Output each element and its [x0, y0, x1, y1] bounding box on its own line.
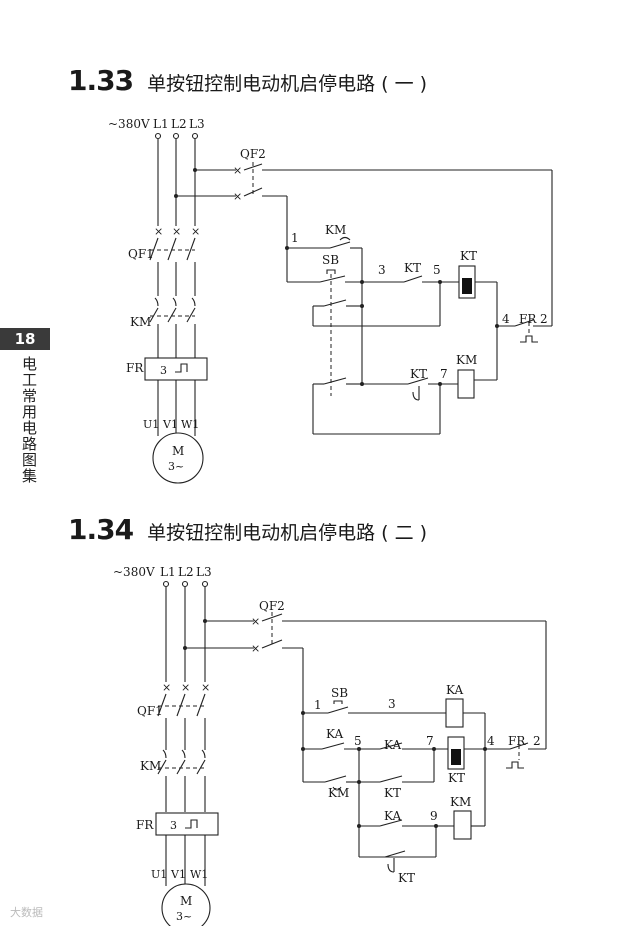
label-V1: V1 — [162, 418, 178, 431]
label-KT-delay: KT — [398, 871, 415, 885]
label-FR: FR — [126, 361, 144, 375]
phase-lines — [154, 132, 199, 226]
svg-text:×: × — [233, 164, 242, 177]
label-KM-coil: KM — [450, 795, 471, 809]
svg-text:×: × — [251, 642, 260, 655]
label-KA-contact-3: KA — [384, 809, 401, 823]
node-5: 5 — [433, 263, 441, 277]
supply-label: ~380V — [108, 117, 150, 131]
node-2: 2 — [533, 734, 541, 748]
label-KT-contact-2: KT — [410, 367, 427, 381]
node-9: 9 — [430, 809, 438, 823]
page-number-tab: 18 — [0, 328, 50, 350]
section-heading: 单按钮控制电动机启停电路 ( 一 ) — [147, 73, 428, 95]
circuit-diagram-1-33: ~380V L1 L2 L3 × × QF2 × × × QF1 KM FR 3 U1… — [108, 117, 553, 484]
node-1: 1 — [291, 231, 299, 245]
node-4: 4 — [487, 734, 495, 748]
KM-main-contacts — [149, 297, 196, 358]
node-7: 7 — [440, 367, 448, 381]
section-title-1-33: 1.33 单按钮控制电动机启停电路 ( 一 ) — [68, 64, 427, 97]
motor-label: M — [180, 894, 192, 908]
KM-main-contacts — [157, 749, 206, 812]
FR-number: 3 — [160, 364, 167, 377]
label-QF1: QF1 — [128, 247, 154, 261]
label-L2: L2 — [178, 565, 194, 579]
label-FR-contact: FR — [519, 312, 537, 326]
label-SB: SB — [331, 686, 348, 700]
label-FR-contact: FR — [508, 734, 526, 748]
label-L2: L2 — [171, 117, 187, 131]
svg-text:×: × — [162, 681, 171, 694]
svg-text:×: × — [181, 681, 190, 694]
label-KT-coil: KT — [460, 249, 477, 263]
label-KA-contact-1: KA — [326, 727, 343, 741]
motor-symbol — [161, 883, 211, 926]
label-KM: KM — [140, 759, 161, 773]
svg-text:×: × — [201, 681, 210, 694]
label-L1: L1 — [153, 117, 169, 131]
motor-symbol — [152, 432, 204, 484]
circuit-diagram-1-34: ~380V L1 L2 L3 × × QF2 × × × QF1 KM FR 3 U1… — [113, 565, 547, 926]
label-QF2: QF2 — [259, 599, 285, 613]
label-U1: U1 — [143, 418, 159, 431]
label-W1: W1 — [190, 868, 208, 881]
label-L1: L1 — [160, 565, 176, 579]
label-FR: FR — [136, 818, 154, 832]
svg-text:×: × — [251, 615, 260, 628]
label-QF1: QF1 — [137, 704, 163, 718]
motor-sub: 3~ — [176, 910, 192, 923]
watermark: 大数据 — [10, 906, 43, 919]
label-KM: KM — [130, 315, 151, 329]
label-U1: U1 — [151, 868, 167, 881]
label-W1: W1 — [181, 418, 199, 431]
label-KT-contact: KT — [384, 786, 401, 800]
motor-sub: 3~ — [168, 460, 184, 473]
svg-text:×: × — [191, 225, 200, 238]
label-KM-coil: KM — [456, 353, 477, 367]
svg-text:×: × — [233, 190, 242, 203]
QF1-breaker: × × × — [157, 681, 210, 750]
node-3: 3 — [378, 263, 386, 277]
label-QF2: QF2 — [240, 147, 266, 161]
label-L3: L3 — [189, 117, 205, 131]
QF1-breaker: × × × — [149, 225, 200, 296]
motor-label: M — [172, 444, 184, 458]
label-KM-contact: KM — [328, 786, 349, 800]
phase-lines — [162, 580, 209, 682]
node-1: 1 — [314, 698, 322, 712]
FR-number: 3 — [170, 819, 177, 832]
section-number: 1.34 — [68, 513, 134, 546]
section-title-1-34: 1.34 单按钮控制电动机启停电路 ( 二 ) — [68, 513, 427, 546]
node-7: 7 — [426, 734, 434, 748]
section-number: 1.33 — [68, 64, 134, 97]
label-KA-coil: KA — [446, 683, 463, 697]
label-KT-contact-1: KT — [404, 261, 421, 275]
book-title-vertical: 电工常用电路图集 — [22, 355, 38, 485]
label-SB: SB — [322, 253, 339, 267]
label-KM-contact: KM — [325, 223, 346, 237]
label-KT-coil: KT — [448, 771, 465, 785]
node-3: 3 — [388, 697, 396, 711]
svg-text:×: × — [154, 225, 163, 238]
node-5: 5 — [354, 734, 362, 748]
svg-text:×: × — [172, 225, 181, 238]
node-4: 4 — [502, 312, 510, 326]
node-2: 2 — [540, 312, 548, 326]
supply-label: ~380V — [113, 565, 155, 579]
section-heading: 单按钮控制电动机启停电路 ( 二 ) — [147, 522, 428, 544]
label-V1: V1 — [170, 868, 186, 881]
label-L3: L3 — [196, 565, 212, 579]
